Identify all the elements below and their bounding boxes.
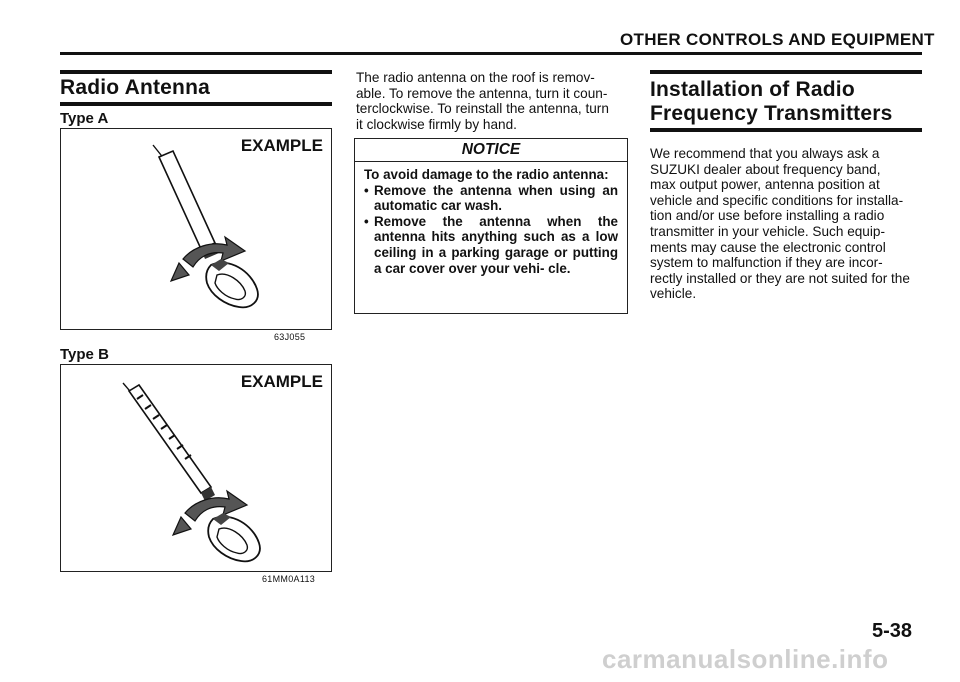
type-b-label: Type B bbox=[60, 346, 109, 363]
radio-antenna-title: Radio Antenna bbox=[60, 76, 210, 99]
header-rule bbox=[60, 52, 922, 55]
installation-title-line1: Installation of Radio bbox=[650, 78, 855, 101]
type-a-antenna-illustration bbox=[152, 144, 259, 309]
text-line: it clockwise firmly by hand. bbox=[356, 116, 517, 132]
type-b-antenna-illustration bbox=[122, 382, 261, 563]
text-line: vehicle. bbox=[650, 286, 697, 302]
text-line: vehicle and specific conditions for inst… bbox=[650, 192, 904, 208]
text-line: system to malfunction if they are incor- bbox=[650, 255, 883, 271]
text-line: ments may cause the electronic control bbox=[650, 239, 886, 255]
page-number: 5-38 bbox=[872, 620, 913, 642]
rotation-arrow-icon bbox=[169, 235, 247, 282]
type-a-label: Type A bbox=[60, 110, 109, 127]
type-a-example-label: EXAMPLE bbox=[240, 136, 323, 155]
installation-title-line2: Frequency Transmitters bbox=[650, 102, 893, 125]
installation-description: We recommend that you always ask a SUZUK… bbox=[650, 146, 922, 302]
radio-antenna-bottom-rule bbox=[60, 102, 332, 106]
text-line: The radio antenna on the roof is remov- bbox=[356, 70, 595, 85]
site-watermark: carmanualsonline.info bbox=[602, 644, 889, 674]
type-b-example-label: EXAMPLE bbox=[240, 372, 323, 391]
text-line: able. To remove the antenna, turn it cou… bbox=[356, 85, 608, 101]
antenna-base-icon bbox=[207, 513, 261, 563]
text-line: transmitter in your vehicle. Such equip- bbox=[650, 223, 885, 239]
page-header-title: OTHER CONTROLS AND EQUIPMENT bbox=[620, 30, 935, 49]
radio-antenna-top-rule bbox=[60, 70, 332, 74]
type-b-figure: EXAMPLE bbox=[60, 364, 332, 572]
notice-item: Remove the antenna when using an automat… bbox=[364, 183, 618, 214]
text-line: SUZUKI dealer about frequency band, bbox=[650, 161, 881, 177]
antenna-mast-icon bbox=[152, 144, 219, 259]
text-line: We recommend that you always ask a bbox=[650, 146, 880, 161]
installation-top-rule bbox=[650, 70, 922, 74]
antenna-base-icon bbox=[205, 259, 259, 309]
type-a-figure: EXAMPLE bbox=[60, 128, 332, 330]
radio-antenna-description: The radio antenna on the roof is remov- … bbox=[356, 70, 628, 132]
text-line: terclockwise. To reinstall the antenna, … bbox=[356, 101, 609, 117]
text-line: max output power, antenna position at bbox=[650, 177, 880, 193]
installation-bottom-rule bbox=[650, 128, 922, 132]
notice-lead: To avoid damage to the radio antenna: bbox=[364, 167, 609, 182]
text-line: tion and/or use before installing a radi… bbox=[650, 208, 885, 224]
type-b-figure-code: 61MM0A113 bbox=[262, 574, 316, 584]
text-line: rectly installed or they are not suited … bbox=[650, 270, 910, 286]
spiral-antenna-mast-icon bbox=[122, 382, 215, 501]
notice-title: NOTICE bbox=[355, 139, 627, 162]
rotation-arrow-icon bbox=[171, 489, 249, 536]
notice-item: Remove the antenna when the antenna hits… bbox=[364, 214, 618, 276]
type-a-figure-code: 63J055 bbox=[274, 332, 306, 342]
notice-box: NOTICE To avoid damage to the radio ante… bbox=[354, 138, 628, 314]
